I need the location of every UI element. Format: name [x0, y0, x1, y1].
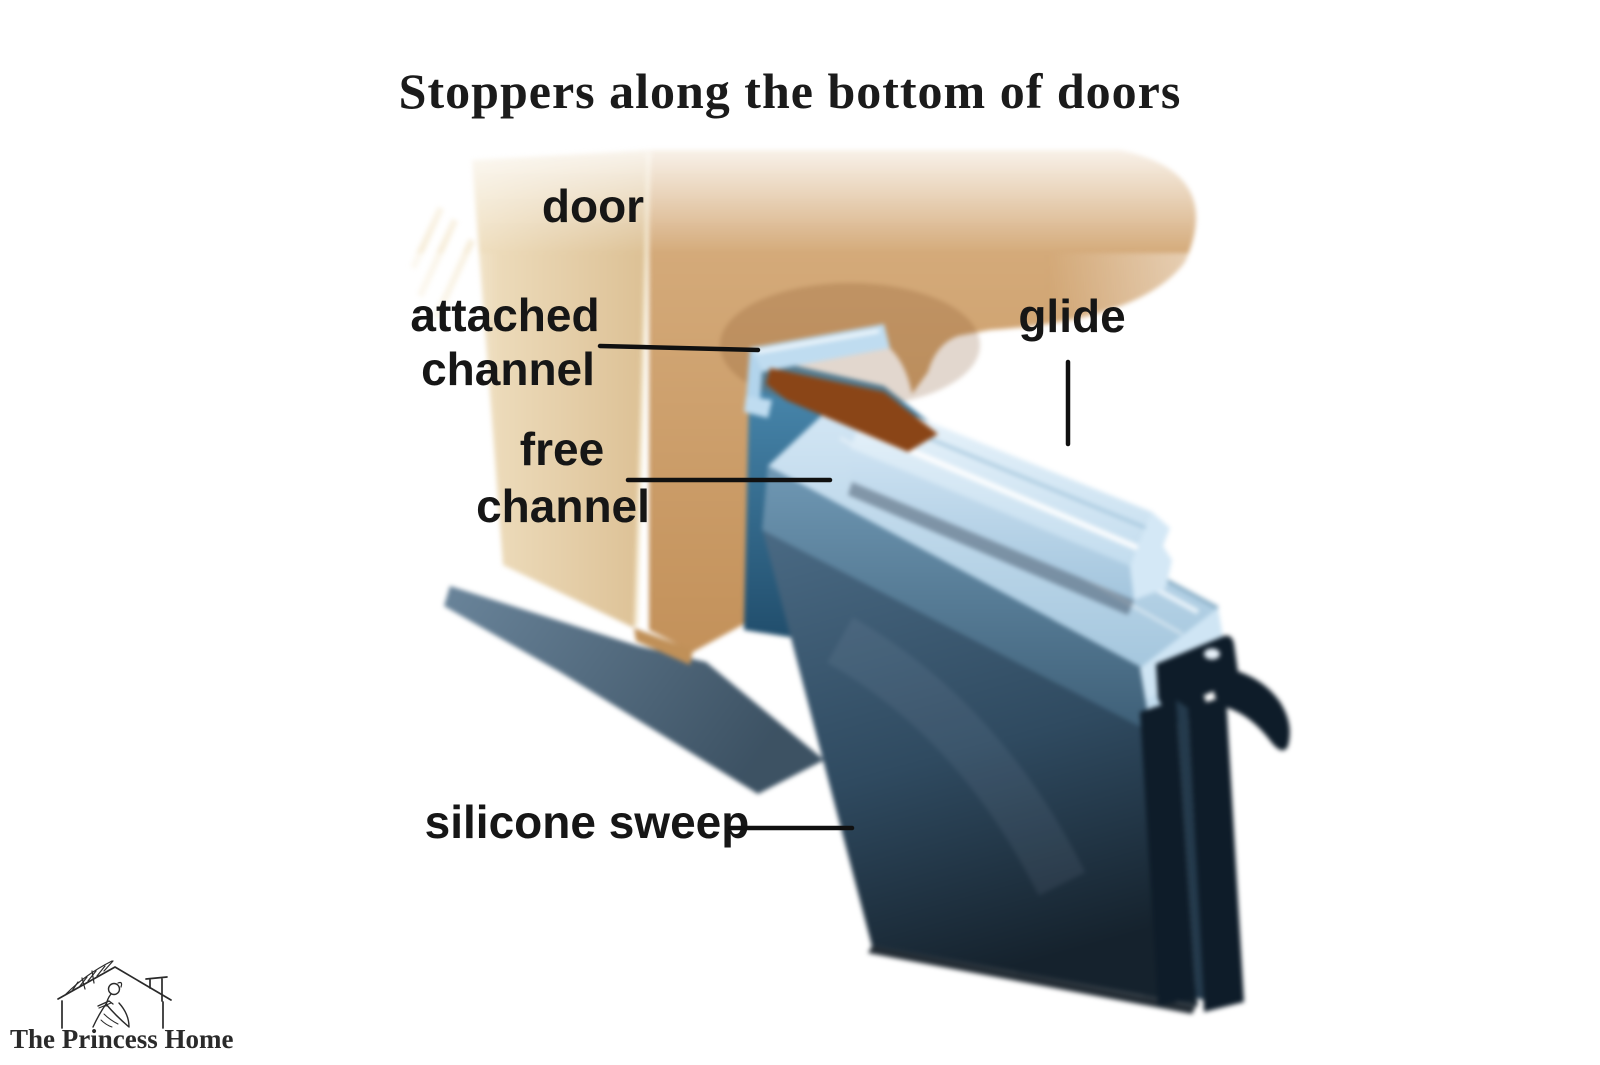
free-channel-label: free [520, 423, 604, 475]
wood-strip [766, 368, 938, 452]
attached-channel-shape [744, 324, 890, 418]
attached-channel-label: channel [421, 343, 595, 395]
brand-name: The Princess Home [10, 1024, 233, 1054]
attached-channel-label: attached [410, 289, 599, 341]
free-channel-label: channel [476, 480, 650, 532]
page-title: Stoppers along the bottom of doors [399, 63, 1182, 119]
diagram-annotations: door attached channel free channel glide… [410, 180, 1125, 848]
silicone-sweep-shape [762, 528, 1198, 1014]
glide-label: glide [1018, 290, 1125, 342]
door-shadow [444, 586, 824, 794]
silicone-sweep-label: silicone sweep [425, 796, 750, 848]
door-label: door [542, 180, 644, 232]
brand-logo: The Princess Home [10, 960, 233, 1054]
silicone-sweep-end [1140, 635, 1290, 1012]
house-logo-icon [57, 960, 172, 1029]
attached-channel-leader-line [597, 343, 761, 353]
